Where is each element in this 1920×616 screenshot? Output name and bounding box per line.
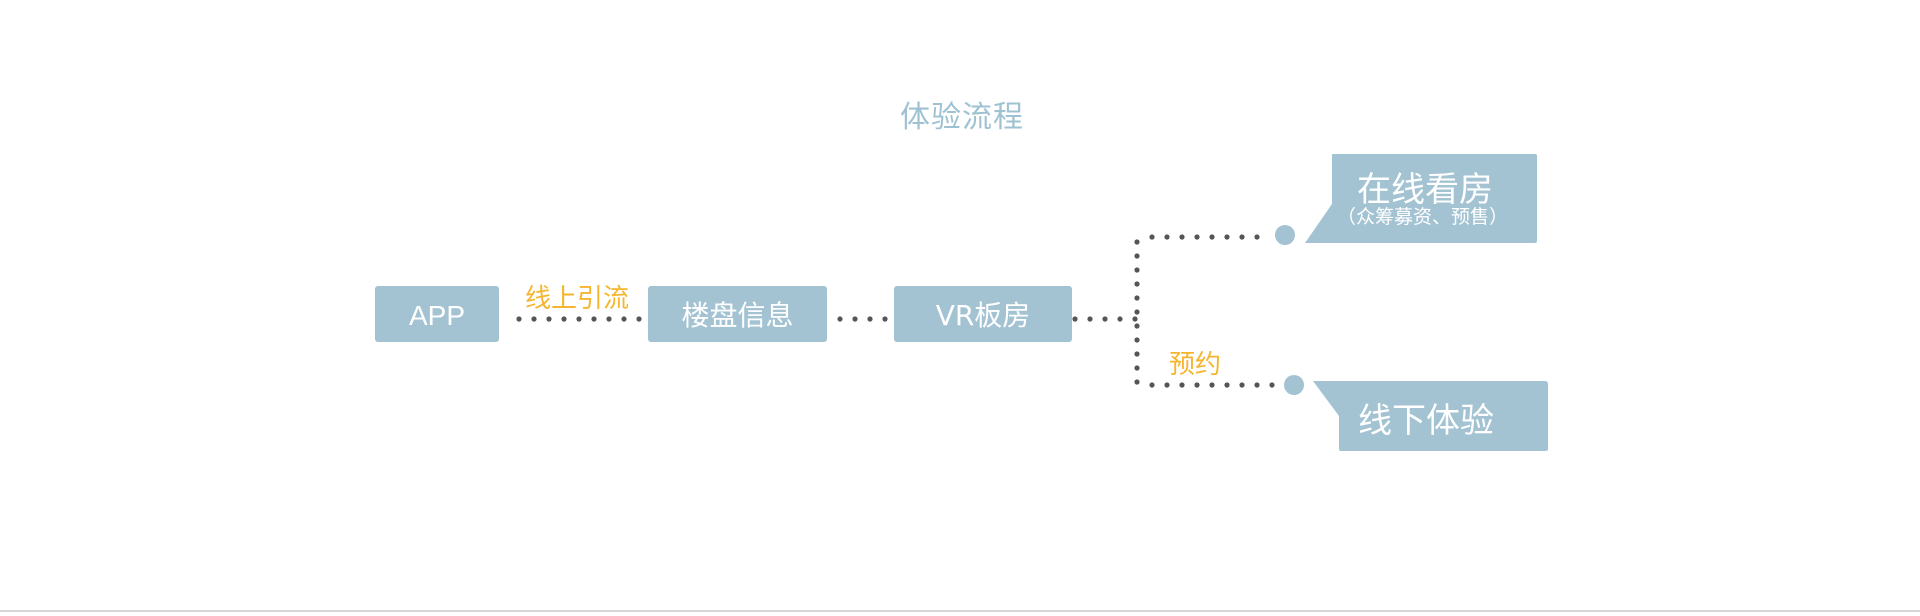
- edge-label-booking: 预约: [1169, 350, 1222, 380]
- dotted-connector-app-to-info: [516, 316, 642, 322]
- callout-shape-online: [1305, 154, 1537, 243]
- edge-label-online-traffic: 线上引流: [525, 284, 630, 314]
- dotted-connector-to-online-viewing: [1149, 234, 1260, 240]
- dotted-connector-info-to-vr: [837, 316, 888, 322]
- diagram-title: 体验流程: [900, 100, 1024, 135]
- outcome-online-viewing-title: 在线看房: [1357, 170, 1493, 210]
- dotted-connector-vr-to-branch: [1072, 316, 1138, 322]
- node-app-label: APP: [408, 300, 466, 331]
- dotted-connector-to-offline-experience: [1149, 382, 1275, 388]
- outcome-offline-experience-title: 线下体验: [1358, 401, 1494, 441]
- node-app: APP: [375, 286, 499, 342]
- outcome-online-viewing-subtitle: （众筹募资、预售）: [1337, 206, 1509, 228]
- node-vr-model: VR板房: [894, 286, 1072, 342]
- outcome-online-viewing: 在线看房 （众筹募资、预售）: [1305, 152, 1537, 244]
- node-listing-info-label: 楼盘信息: [681, 299, 794, 332]
- node-listing-info: 楼盘信息: [648, 286, 827, 342]
- endpoint-dot-offline: [1284, 375, 1304, 395]
- dotted-connector-branch-vertical: [1134, 239, 1140, 385]
- endpoint-dot-online: [1275, 225, 1295, 245]
- node-vr-model-label: VR板房: [935, 299, 1031, 332]
- outcome-offline-experience: 线下体验: [1313, 379, 1548, 453]
- bottom-divider: [0, 610, 1920, 612]
- callout-shape-offline: [1313, 381, 1548, 451]
